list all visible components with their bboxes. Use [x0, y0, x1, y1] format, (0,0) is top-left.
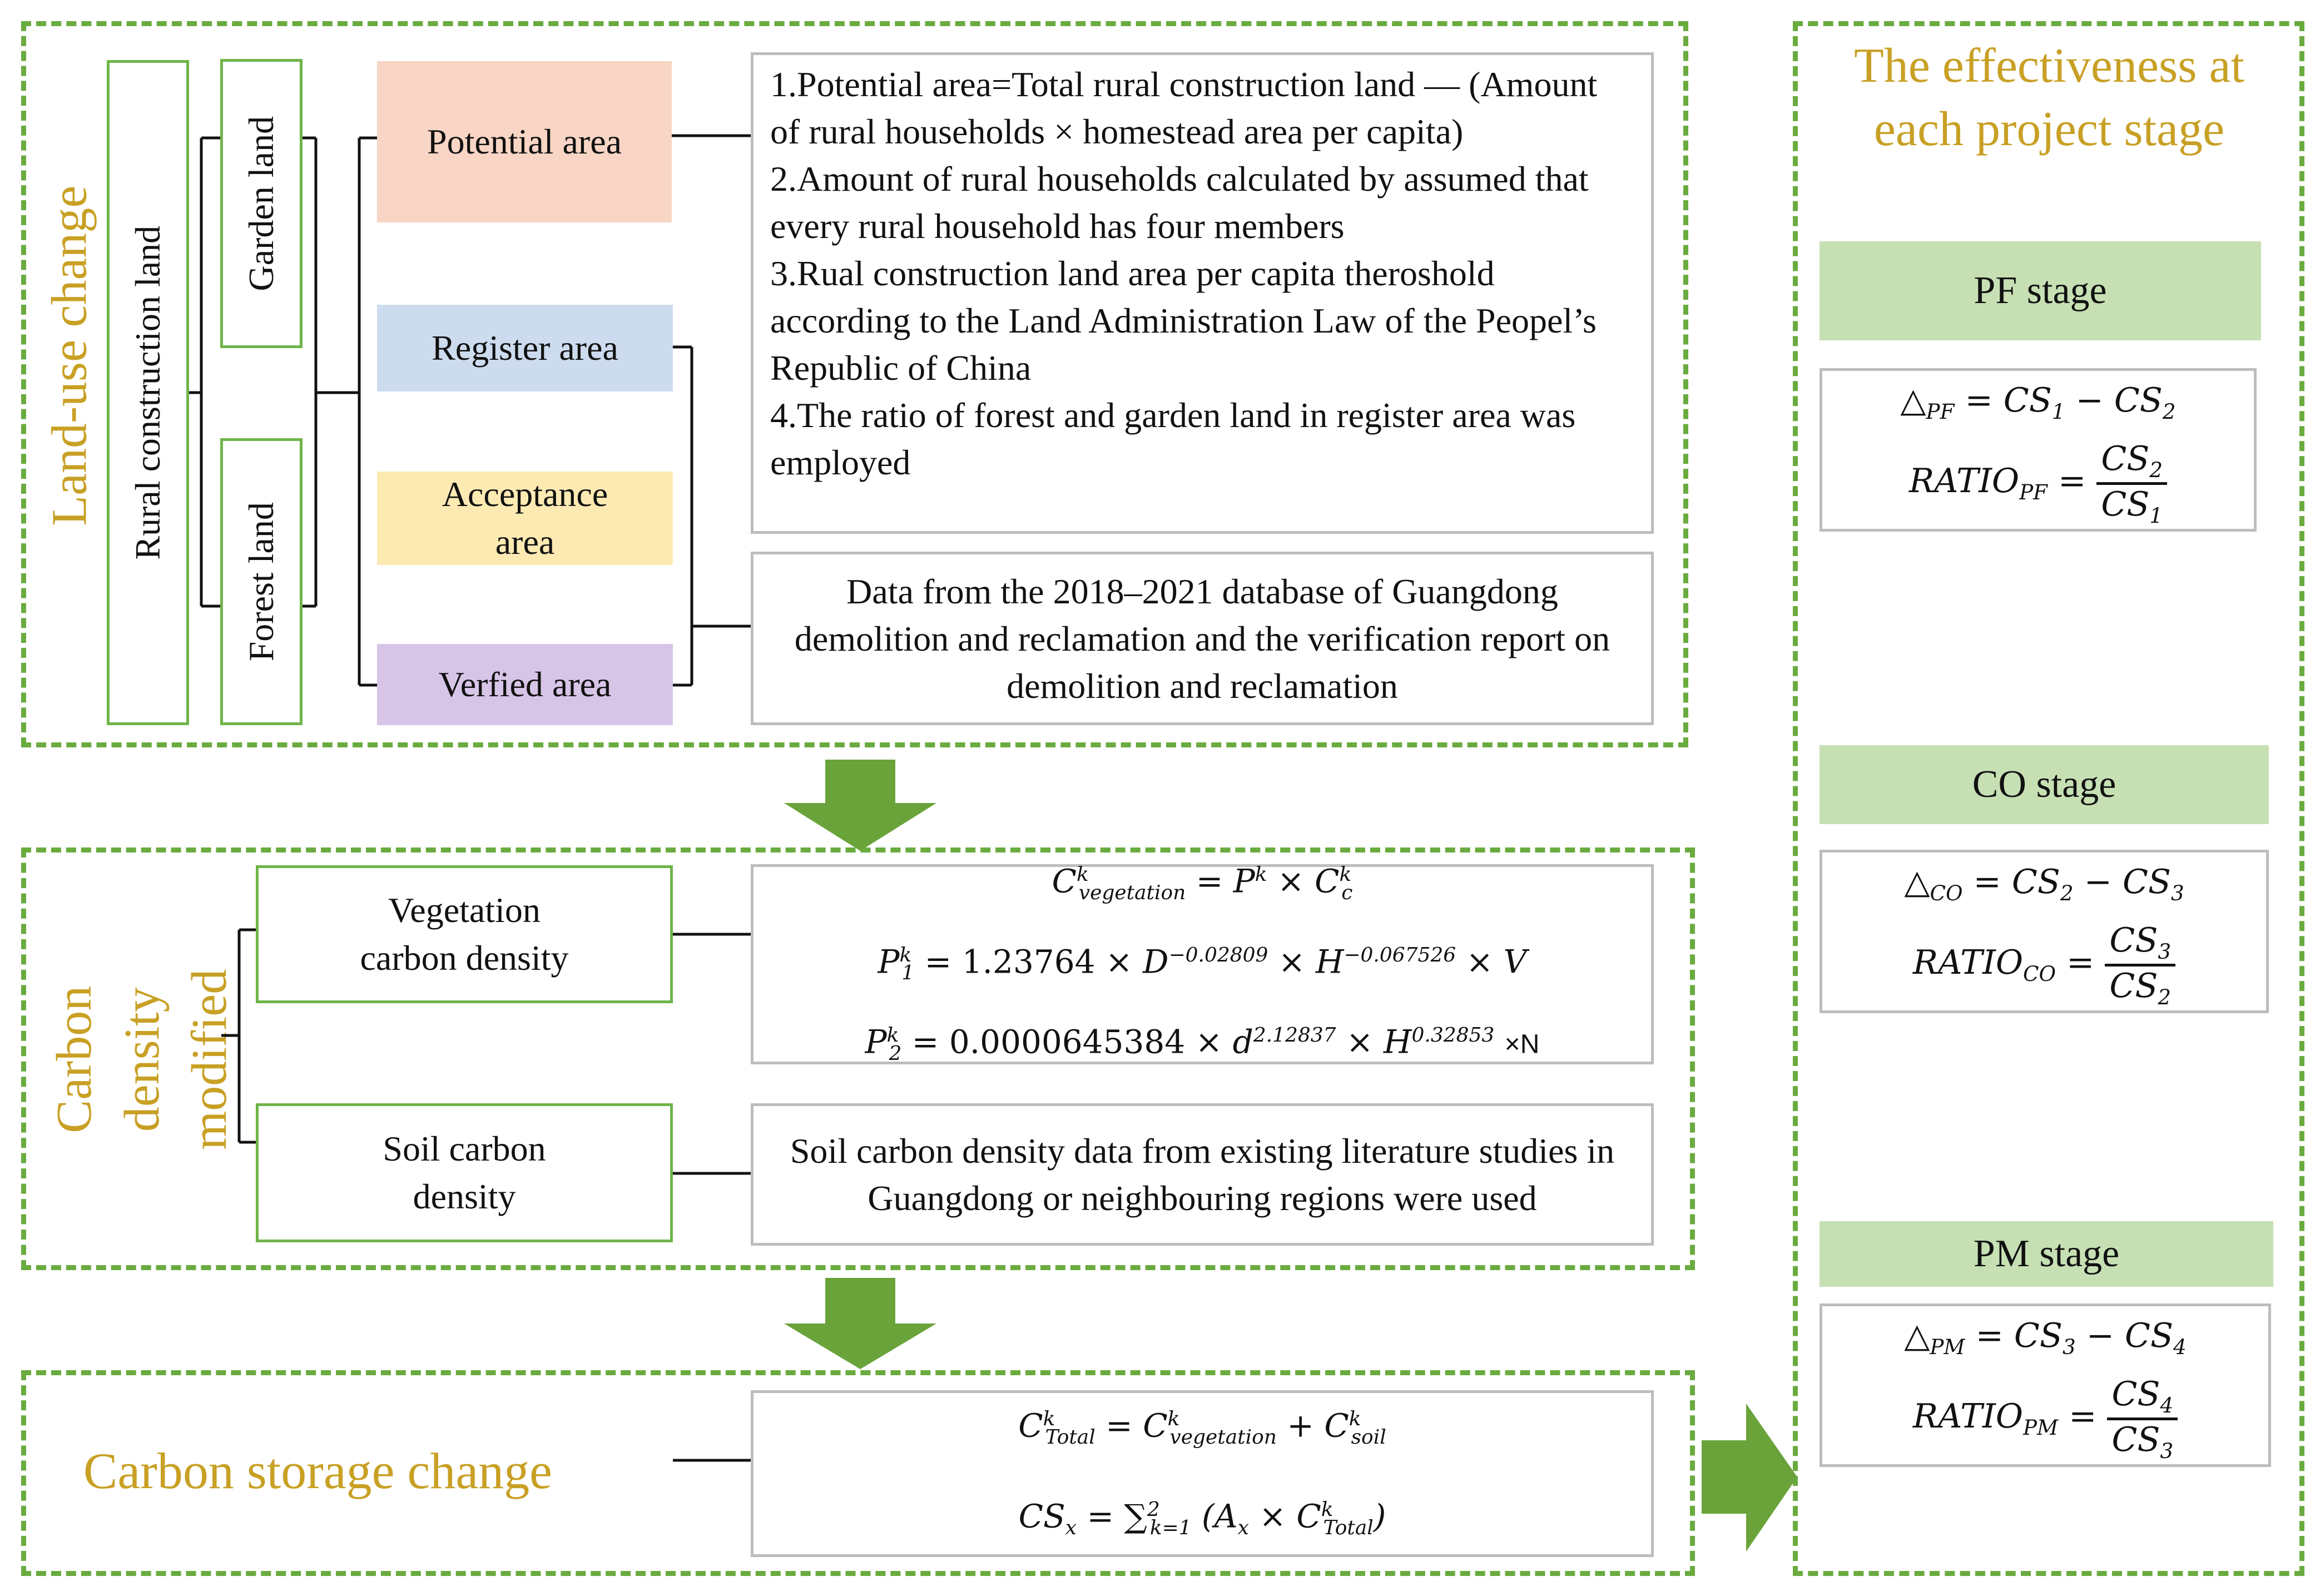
pm-stage-header: PM stage: [1820, 1221, 2273, 1287]
note-4: 4.The ratio of forest and garden land in…: [770, 395, 1576, 482]
soil-carbon-box: Soil carbon density: [256, 1103, 673, 1242]
storage-formula-box: CkTotal = Ckvegetation + Cksoil CSx = ∑2…: [751, 1390, 1654, 1557]
register-area-box: Register area: [377, 305, 673, 391]
carbon-storage-title: Carbon storage change: [83, 1443, 553, 1499]
vegetation-carbon-box: Vegetation carbon density: [256, 865, 673, 1003]
effectiveness-title: The effectiveness at each project stage: [1853, 39, 2245, 156]
vegetation-formula-box: Ckvegetation = Pk × Ckc Pk1 = 1.23764 × …: [751, 862, 1654, 1065]
pm-delta: △PM = CS3 − CS4: [1904, 1316, 2187, 1359]
data-source-box: Data from the 2018–2021 database of Guan…: [751, 552, 1654, 725]
down-arrow-1: [784, 760, 936, 851]
formula-cs: CSx = ∑2k=1 (Ax × CkTotal): [1018, 1497, 1386, 1539]
carbon-storage-section: [21, 1370, 1695, 1576]
garden-land-box: Garden land: [220, 59, 303, 348]
landuse-section: [21, 21, 1688, 747]
bracket-register-verified: [673, 345, 751, 687]
note-2: 2.Amount of rural households calculated …: [770, 159, 1589, 246]
down-arrow-2: [784, 1278, 936, 1369]
bracket-rural: [189, 136, 220, 608]
note-3: 3.Rual construction land area per capita…: [770, 254, 1597, 388]
potential-area-box: Potential area: [377, 61, 672, 222]
carbon-density-section: [21, 847, 1695, 1270]
bracket-garden-forest: [303, 136, 359, 608]
co-stage-header: CO stage: [1820, 745, 2269, 824]
potential-notes-box: 1.Potential area=Total rural constructio…: [751, 52, 1654, 534]
co-delta: △CO = CS2 − CS3: [1904, 862, 2184, 905]
bracket-carbon-density: [221, 928, 256, 1144]
effectiveness-section: [1793, 21, 2304, 1576]
right-arrow: [1702, 1404, 1797, 1552]
pf-stage-header: PF stage: [1820, 241, 2261, 340]
forest-land-box: Forest land: [220, 438, 303, 725]
acceptance-area-box: Acceptance area: [377, 472, 673, 565]
soil-text-box: Soil carbon density data from existing l…: [751, 1103, 1654, 1246]
verified-area-box: Verfied area: [377, 644, 673, 725]
formula-total: CkTotal = Ckvegetation + Cksoil: [1018, 1406, 1386, 1449]
rural-construction-box: Rural construction land: [107, 60, 189, 725]
pf-delta: △PF = CS1 − CS2: [1900, 380, 2176, 424]
note-1: 1.Potential area=Total rural constructio…: [770, 65, 1598, 151]
formula-vegetation: Ckvegetation = Pk × Ckc: [1052, 861, 1353, 904]
formula-p1: Pk1 = 1.23764 × D−0.02809 × H−0.067526 ×…: [878, 942, 1527, 985]
bracket-areas: [358, 136, 377, 687]
formula-p2: Pk2 = 0.0000645384 × d2.12837 × H0.32853…: [865, 1023, 1540, 1065]
